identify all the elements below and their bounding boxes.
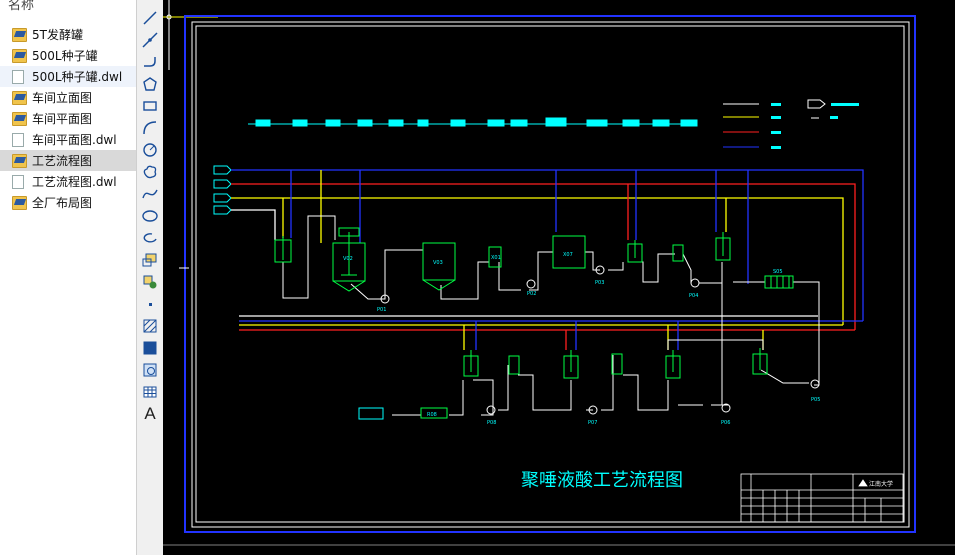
insert-block-icon[interactable] [140, 250, 160, 270]
file-item[interactable]: 全厂布局图 [0, 192, 136, 213]
file-item[interactable]: 工艺流程图.dwl [0, 171, 136, 192]
hatch-icon[interactable] [140, 316, 160, 336]
process-lines [282, 215, 820, 416]
file-item[interactable]: 500L种子罐 [0, 45, 136, 66]
tag-p06: P06 [721, 420, 730, 426]
tag-p04: P04 [689, 293, 698, 299]
file-item[interactable]: 车间平面图.dwl [0, 129, 136, 150]
arc-icon[interactable] [140, 118, 160, 138]
file-item-label: 全厂布局图 [32, 196, 93, 210]
tag-p01: P01 [377, 307, 386, 313]
make-block-icon[interactable] [140, 272, 160, 292]
drawing-canvas[interactable]: V02 V03 X01 X07 S05 R08 P01 P02 P03 P04 … [163, 0, 955, 555]
multiline-text-icon[interactable]: A [144, 404, 156, 423]
utility-inlets [213, 165, 232, 215]
main-headers [231, 169, 864, 350]
tag-s05: S05 [773, 269, 783, 275]
outer-frame [184, 15, 916, 533]
inner-frame [191, 21, 910, 528]
line-tool-icon[interactable] [140, 8, 160, 28]
file-item-label: 工艺流程图.dwl [32, 175, 117, 189]
file-item[interactable]: 500L种子罐.dwl [0, 66, 136, 87]
table-icon[interactable] [140, 382, 160, 402]
folder-icon [12, 195, 27, 210]
file-item-label: 工艺流程图 [32, 154, 93, 168]
tag-x01: X01 [491, 255, 501, 261]
region-icon[interactable] [140, 360, 160, 380]
file-item-label: 5T发酵罐 [32, 28, 83, 42]
file-item[interactable]: 工艺流程图 [0, 150, 136, 171]
drawing-title: 聚唾液酸工艺流程图 [521, 470, 683, 491]
draw-toolbar: A [136, 0, 164, 555]
tank-v03 [422, 242, 456, 281]
folder-icon [12, 90, 27, 105]
unit-x10 [672, 244, 684, 262]
document-icon [12, 132, 24, 147]
column-header-name[interactable]: 名称 [8, 0, 35, 13]
tag-p02: P02 [527, 291, 536, 297]
rectangle-icon[interactable] [140, 96, 160, 116]
revision-cloud-icon[interactable] [140, 162, 160, 182]
unit-l2 [508, 355, 520, 375]
polygon-icon[interactable] [140, 74, 160, 94]
polyline-icon[interactable] [140, 52, 160, 72]
ellipse-arc-icon[interactable] [140, 228, 160, 248]
unit-r08 [420, 407, 448, 419]
circle-icon[interactable] [140, 140, 160, 160]
document-icon [12, 174, 24, 189]
pipe-spec-row [248, 117, 698, 127]
ellipse-icon[interactable] [140, 206, 160, 226]
tag-p07: P07 [588, 420, 597, 426]
document-icon [12, 69, 24, 84]
unit-x01 [488, 246, 502, 268]
tag-r08: R08 [427, 412, 437, 418]
title-block [740, 473, 904, 523]
ucs-marker [163, 0, 218, 70]
tag-v02: V02 [343, 256, 353, 262]
drawing-border [195, 25, 905, 523]
pipe-legend [723, 99, 859, 149]
folder-icon [12, 48, 27, 63]
tag-x07: X07 [563, 252, 573, 258]
file-browser-panel: 名称 5T发酵罐 500L种子罐 500L种子罐.dwl 车间立面图车间平面图车间平面… [0, 0, 136, 555]
tag-p05: P05 [811, 397, 820, 403]
file-list: 5T发酵罐 500L种子罐 500L种子罐.dwl 车间立面图车间平面图车间平面图.d… [0, 24, 136, 213]
tag-p08: P08 [487, 420, 496, 426]
pumps [380, 265, 820, 415]
unit-x07 [552, 235, 586, 269]
exchanger-s05 [764, 275, 794, 289]
file-item-label: 车间平面图.dwl [32, 133, 117, 147]
school-name: 江南大学 [869, 480, 893, 488]
unit-l4 [611, 353, 623, 375]
folder-icon [12, 153, 27, 168]
gradient-icon[interactable] [140, 338, 160, 358]
file-item-label: 车间立面图 [32, 91, 93, 105]
process-flow-drawing: V02 V03 X01 X07 S05 R08 P01 P02 P03 P04 … [163, 0, 955, 546]
file-item[interactable]: 车间立面图 [0, 87, 136, 108]
file-item-label: 500L种子罐 [32, 49, 98, 63]
tag-v03: V03 [433, 260, 443, 266]
file-item[interactable]: 车间平面图 [0, 108, 136, 129]
tag-p03: P03 [595, 280, 604, 286]
spline-icon[interactable] [140, 184, 160, 204]
folder-icon [12, 27, 27, 42]
folder-icon [12, 111, 27, 126]
file-item-label: 500L种子罐.dwl [32, 70, 123, 84]
file-item[interactable]: 5T发酵罐 [0, 24, 136, 45]
point-icon[interactable] [140, 294, 160, 314]
file-item-label: 车间平面图 [32, 112, 93, 126]
construction-line-icon[interactable] [140, 30, 160, 50]
equipment [274, 227, 794, 419]
product-outlet [358, 407, 384, 420]
